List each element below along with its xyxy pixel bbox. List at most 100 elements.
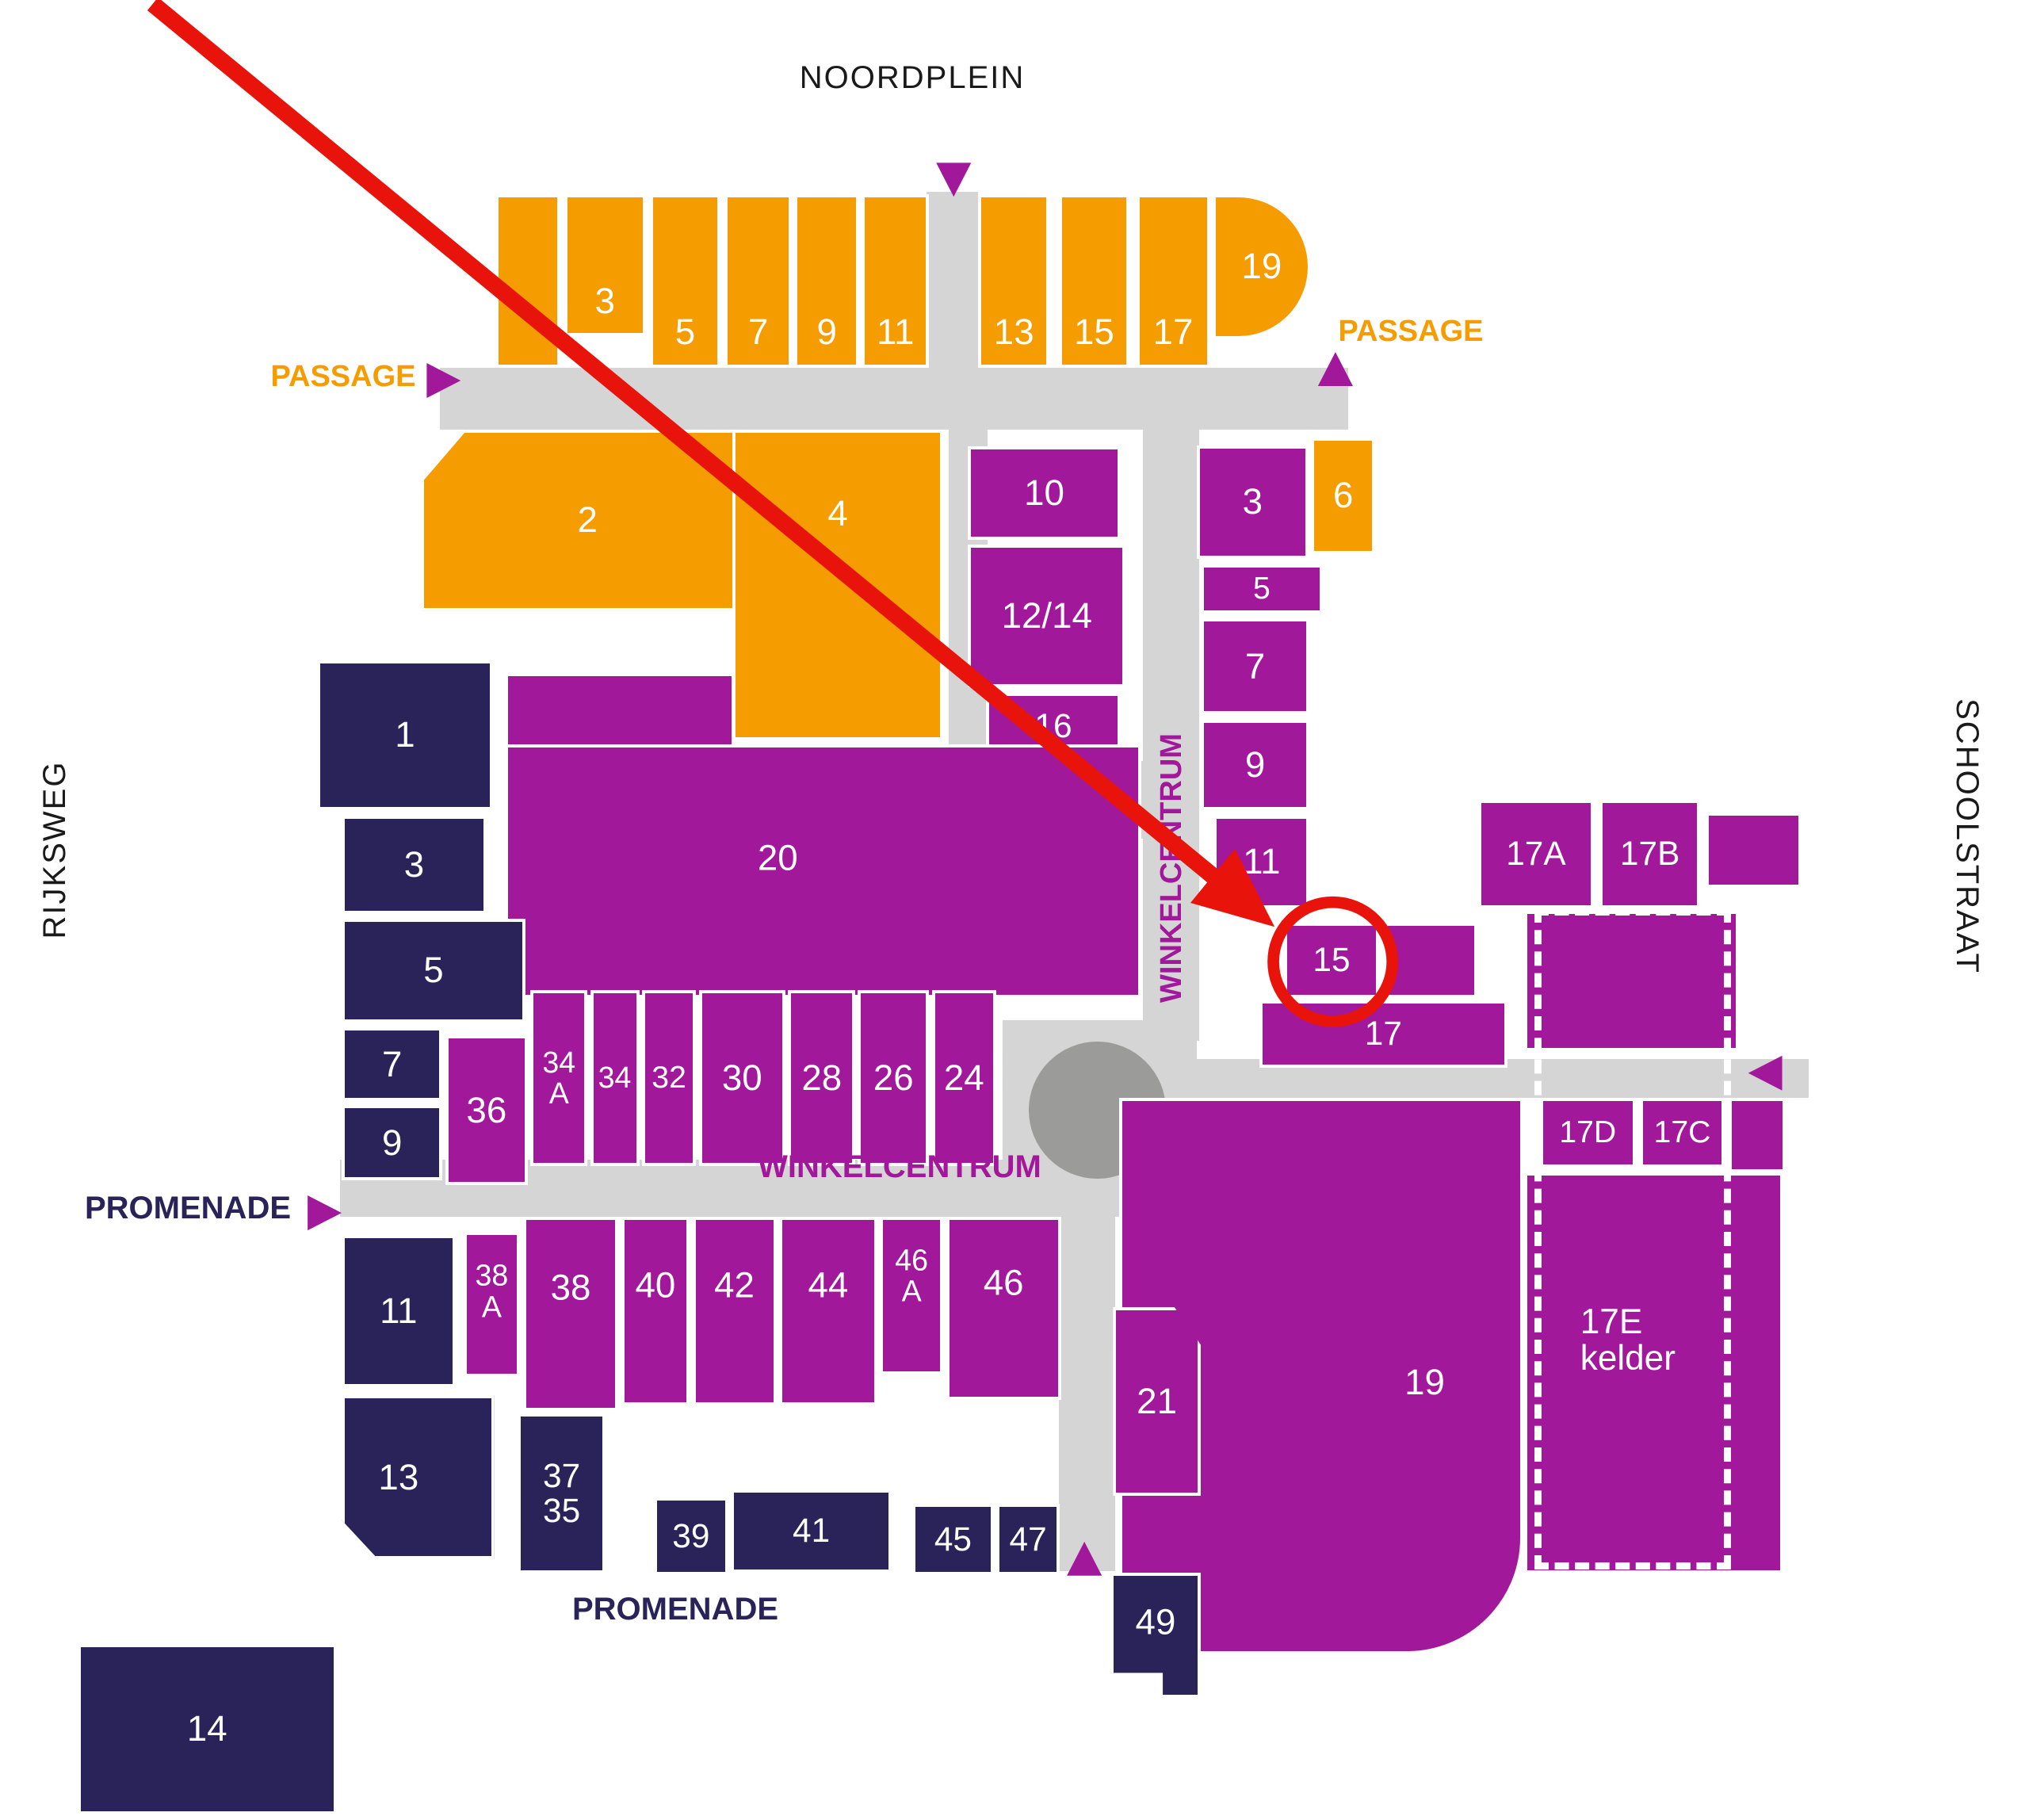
map-unit-17c[interactable]: 17C bbox=[1639, 1097, 1725, 1168]
map-unit-37-35[interactable]: 37 35 bbox=[518, 1413, 606, 1574]
walkway-segment bbox=[927, 191, 979, 373]
map-unit-9[interactable]: 9 bbox=[342, 1105, 443, 1180]
map-unit-47[interactable]: 47 bbox=[996, 1504, 1060, 1575]
map-unit-39[interactable]: 39 bbox=[653, 1497, 729, 1575]
unit-label: 14 bbox=[186, 1708, 227, 1749]
map-unit-15[interactable]: 15 bbox=[1283, 923, 1380, 998]
map-unit-12-14[interactable]: 12/14 bbox=[968, 545, 1126, 687]
map-unit-4[interactable]: 4 bbox=[732, 430, 944, 740]
unit-label: 46 bbox=[983, 1261, 1024, 1302]
map-unit-3[interactable]: 3 bbox=[342, 815, 487, 914]
map-unit-38-a[interactable]: 38 A bbox=[463, 1232, 521, 1378]
map-unit-7[interactable]: 7 bbox=[1201, 618, 1310, 715]
unit-label: 47 bbox=[1009, 1520, 1047, 1558]
unit-label: 26 bbox=[873, 1057, 914, 1098]
map-unit-14[interactable]: 14 bbox=[78, 1643, 337, 1814]
map-unit-17a[interactable]: 17A bbox=[1477, 800, 1595, 909]
map-unit-38[interactable]: 38 bbox=[522, 1216, 619, 1411]
map-unit-13[interactable]: 13 bbox=[342, 1395, 495, 1560]
map-unit-41[interactable]: 41 bbox=[731, 1489, 892, 1573]
map-unit-1[interactable]: 1 bbox=[317, 660, 493, 811]
unit-label: 10 bbox=[1024, 472, 1064, 514]
unit-label: 45 bbox=[934, 1520, 972, 1558]
map-block bbox=[1524, 911, 1740, 1051]
map-unit-17d[interactable]: 17D bbox=[1539, 1097, 1636, 1168]
unit-label: 17C bbox=[1653, 1115, 1711, 1150]
unit-label: 38 A bbox=[475, 1258, 509, 1324]
street-label-passage-right: PASSAGE bbox=[1338, 315, 1484, 348]
unit-label: 15 bbox=[1313, 941, 1351, 979]
map-unit-20[interactable]: 20 bbox=[504, 744, 1141, 998]
map-unit-7[interactable]: 7 bbox=[342, 1027, 443, 1102]
unit-label: 19 bbox=[1404, 1361, 1445, 1402]
map-unit-6[interactable]: 6 bbox=[1310, 437, 1376, 554]
map-unit-46-a[interactable]: 46 A bbox=[880, 1216, 944, 1375]
map-block bbox=[495, 193, 560, 368]
map-unit-7[interactable]: 7 bbox=[724, 193, 793, 368]
map-block bbox=[1729, 1097, 1786, 1173]
map-unit-9[interactable]: 9 bbox=[794, 193, 859, 368]
map-unit-3[interactable]: 3 bbox=[1197, 445, 1309, 560]
street-label-winkelcentrum-horizontal: WINKELCENTRUM bbox=[758, 1149, 1041, 1184]
map-unit-5[interactable]: 5 bbox=[649, 193, 721, 368]
map-unit-2[interactable]: 2 bbox=[420, 430, 755, 611]
map-unit-34[interactable]: 34 bbox=[590, 990, 640, 1166]
unit-label: 9 bbox=[1244, 744, 1266, 785]
map-unit-32[interactable]: 32 bbox=[641, 990, 697, 1166]
map-unit-5[interactable]: 5 bbox=[1201, 564, 1323, 614]
map-unit-17[interactable]: 17 bbox=[1259, 1000, 1508, 1068]
map-unit-40[interactable]: 40 bbox=[621, 1216, 690, 1406]
unit-label: 7 bbox=[748, 312, 769, 353]
unit-label: 37 35 bbox=[543, 1456, 581, 1530]
unit-label: 24 bbox=[943, 1057, 984, 1098]
map-unit-28[interactable]: 28 bbox=[788, 990, 856, 1166]
map-unit-5[interactable]: 5 bbox=[342, 919, 525, 1023]
map-unit-11[interactable]: 11 bbox=[1213, 815, 1310, 909]
unit-label: 1 bbox=[395, 714, 415, 755]
unit-label: 17B bbox=[1619, 835, 1680, 873]
street-label-rijksweg: RIJKSWEG bbox=[37, 760, 72, 939]
unit-label: 15 bbox=[1073, 312, 1114, 353]
walkway-segment bbox=[1058, 1203, 1116, 1572]
unit-label: 41 bbox=[793, 1512, 831, 1550]
map-unit-17b[interactable]: 17B bbox=[1599, 800, 1701, 909]
map-unit-24[interactable]: 24 bbox=[931, 990, 997, 1166]
street-label-promenade-bottom: PROMENADE bbox=[571, 1592, 779, 1627]
map-unit-9[interactable]: 9 bbox=[1201, 719, 1310, 811]
map-unit-11[interactable]: 11 bbox=[342, 1234, 456, 1388]
map-unit-15[interactable]: 15 bbox=[1058, 193, 1130, 368]
unit-label: 7 bbox=[381, 1043, 403, 1084]
unit-label: 2 bbox=[577, 499, 598, 541]
map-unit-26[interactable]: 26 bbox=[858, 990, 930, 1166]
unit-label: 17D bbox=[1559, 1115, 1617, 1150]
map-unit-46[interactable]: 46 bbox=[946, 1216, 1061, 1401]
map-unit-17[interactable]: 17 bbox=[1136, 193, 1210, 368]
map-unit-10[interactable]: 10 bbox=[968, 446, 1121, 540]
unit-label: 6 bbox=[1332, 475, 1354, 516]
unit-label: 34 A bbox=[542, 1045, 576, 1110]
street-label-noordplein: NOORDPLEIN bbox=[799, 60, 1026, 95]
map-unit-21[interactable]: 21 bbox=[1113, 1307, 1202, 1497]
map-unit-36[interactable]: 36 bbox=[445, 1035, 529, 1186]
map-unit-30[interactable]: 30 bbox=[698, 990, 785, 1166]
unit-label: 16 bbox=[1034, 706, 1072, 744]
unit-label: 5 bbox=[1252, 572, 1271, 606]
map-unit-49[interactable]: 49 bbox=[1110, 1572, 1202, 1699]
map-unit-42[interactable]: 42 bbox=[692, 1216, 777, 1406]
map-unit-44[interactable]: 44 bbox=[778, 1216, 877, 1406]
map-unit-17e-kelder[interactable]: 17E kelder bbox=[1524, 1172, 1783, 1574]
unit-label: 13 bbox=[993, 312, 1034, 353]
unit-label: 11 bbox=[1243, 841, 1281, 882]
unit-label: 13 bbox=[378, 1456, 419, 1497]
map-unit-3[interactable]: 3 bbox=[564, 193, 646, 337]
map-unit-11[interactable]: 11 bbox=[862, 193, 930, 368]
unit-label: 17A bbox=[1506, 835, 1566, 873]
unit-label: 3 bbox=[594, 281, 615, 322]
unit-label: 36 bbox=[466, 1089, 507, 1130]
map-unit-13[interactable]: 13 bbox=[978, 193, 1050, 368]
map-unit-45[interactable]: 45 bbox=[912, 1504, 994, 1575]
unit-label: 38 bbox=[550, 1267, 591, 1308]
unit-label: 7 bbox=[1244, 645, 1266, 686]
map-unit-34-a[interactable]: 34 A bbox=[530, 990, 588, 1166]
